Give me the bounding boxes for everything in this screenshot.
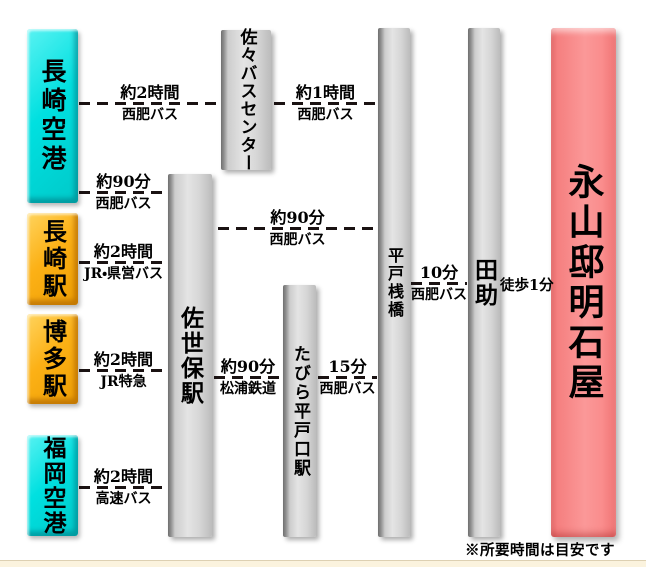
destination-nagayama-akashiya: 永山邸明石屋: [551, 28, 616, 537]
waypoint-sasebo-station-label: 佐世保駅: [176, 305, 204, 406]
route-fukuoka-airport-sasebo: 約2時間 高速バス: [79, 468, 168, 507]
route-duration: 約2時間: [93, 242, 154, 261]
route-mode: 西肥バス: [95, 196, 152, 212]
waypoint-hirado-pier-label: 平戸桟橋: [385, 246, 404, 319]
waypoint-tabira-hiradoguchi-label: たびら平戸口駅: [290, 344, 310, 478]
route-sasebo-tabira: 約90分 松浦鉄道: [214, 358, 282, 397]
route-hirado-pier-tasuke: 10分 西肥バス: [411, 264, 467, 303]
origin-fukuoka-airport: 福岡空港: [27, 435, 78, 536]
route-dashed-line: [214, 376, 282, 379]
waypoint-tabira-hiradoguchi-station: たびら平戸口駅: [283, 285, 316, 537]
waypoint-sasa-bus-center-label: 佐々バスセンター: [236, 28, 257, 172]
route-duration: 約2時間: [93, 467, 154, 486]
route-mode: 西肥バス: [319, 381, 376, 397]
route-duration: 約1時間: [295, 83, 356, 102]
origin-fukuoka-airport-label: 福岡空港: [39, 435, 66, 536]
origin-nagasaki-airport: 長崎空港: [27, 29, 78, 203]
route-nagasaki-station-sasebo: 約2時間 JR・県営バス: [79, 243, 168, 282]
route-dashed-line: [79, 486, 168, 489]
route-dashed-line: [79, 261, 168, 264]
footnote-travel-time-disclaimer: ※所要時間は目安です: [465, 542, 615, 559]
route-duration: 約90分: [96, 172, 151, 191]
route-dashed-line: [79, 369, 168, 372]
route-tasuke-destination-walk: 徒歩1分: [500, 277, 554, 294]
route-duration: 約90分: [270, 208, 325, 227]
route-mode: 松浦鉄道: [220, 381, 276, 397]
route-mode: 西肥バス: [297, 107, 354, 123]
route-mode: 西肥バス: [122, 107, 178, 123]
route-duration: 約2時間: [120, 83, 180, 102]
origin-nagasaki-airport-label: 長崎空港: [38, 58, 67, 174]
waypoint-tasuke-label: 田助: [470, 257, 498, 308]
route-duration: 約90分: [220, 357, 276, 376]
destination-label: 永山邸明石屋: [562, 162, 605, 403]
route-hakata-sasebo: 約2時間 JR特急: [79, 351, 168, 390]
route-mode: 西肥バス: [269, 232, 326, 248]
route-duration: 15分: [328, 357, 367, 376]
origin-nagasaki-station-label: 長崎駅: [38, 218, 68, 300]
route-mode: 西肥バス: [411, 287, 467, 303]
route-nagasaki-airport-sasa: 約2時間 西肥バス: [79, 84, 221, 123]
route-dashed-line: [218, 227, 377, 230]
route-duration: 10分: [419, 263, 459, 282]
route-dashed-line: [411, 282, 467, 285]
route-duration: 約2時間: [93, 350, 154, 369]
waypoint-sasebo-station: 佐世保駅: [168, 174, 212, 537]
route-dashed-line: [79, 191, 168, 194]
waypoint-hirado-pier: 平戸桟橋: [378, 28, 410, 537]
route-nagasaki-airport-sasebo: 約90分 西肥バス: [79, 173, 168, 212]
waypoint-tasuke: 田助: [468, 28, 500, 537]
route-dashed-line: [79, 102, 221, 105]
route-mode: JR特急: [100, 374, 147, 390]
origin-hakata-station-label: 博多駅: [38, 318, 68, 400]
route-dashed-line: [318, 376, 377, 379]
route-mode: JR・県営バス: [83, 266, 164, 282]
route-tabira-hirado-pier: 15分 西肥バス: [318, 358, 377, 397]
route-mode: 高速バス: [95, 491, 152, 507]
route-sasebo-hirado-pier: 約90分 西肥バス: [218, 209, 377, 248]
origin-nagasaki-station: 長崎駅: [27, 213, 78, 305]
route-dashed-line: [274, 102, 377, 105]
origin-hakata-station: 博多駅: [27, 314, 78, 404]
bottom-decorative-strip: [0, 560, 646, 567]
route-sasa-hirado-pier: 約1時間 西肥バス: [274, 84, 377, 123]
waypoint-sasa-bus-center: 佐々バスセンター: [221, 28, 271, 172]
